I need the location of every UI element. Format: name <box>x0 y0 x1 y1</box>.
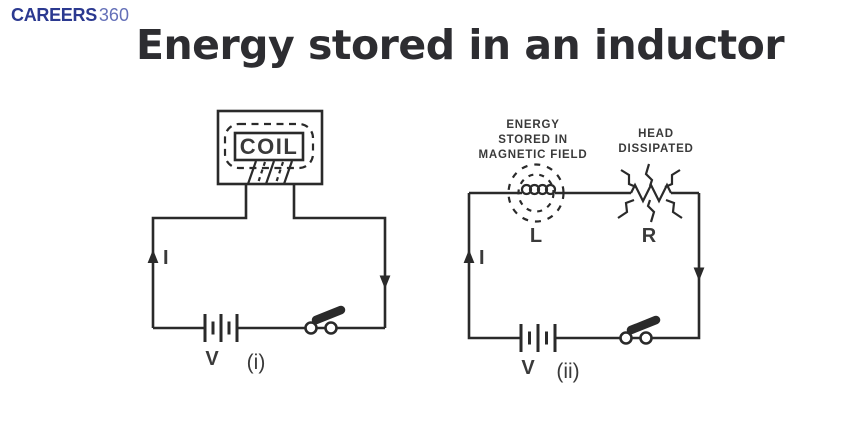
coil-loop <box>544 183 557 196</box>
winding-line <box>246 160 258 185</box>
wire-left <box>467 193 521 340</box>
current-arrow-down-icon <box>693 267 705 281</box>
battery-icon <box>203 314 239 342</box>
coil-label: COIL <box>240 134 299 159</box>
coil-outer-box <box>216 109 324 186</box>
battery-icon <box>519 324 557 352</box>
wire-right <box>555 193 701 340</box>
wire-left <box>151 184 248 328</box>
coil-inner-box <box>233 131 305 162</box>
switch-contact <box>324 321 338 335</box>
current-arrow-up-icon <box>463 249 475 263</box>
resistor-label: R <box>642 225 657 247</box>
logo-360-text: 360 <box>98 5 129 25</box>
resistor-icon <box>630 182 672 204</box>
figure-1-coil-circuit-diagram: COIL I V (i) <box>147 109 391 374</box>
switch-icon <box>304 305 346 335</box>
heat-caption: HEAD DISSIPATED <box>618 128 693 155</box>
figure-caption: (ii) <box>556 360 579 383</box>
switch-contact <box>304 321 318 335</box>
switch-lever <box>311 305 346 325</box>
field-caption-line: STORED IN <box>498 134 568 146</box>
current-arrow-up-icon <box>147 249 159 263</box>
switch-contact <box>639 331 653 345</box>
heat-squiggle <box>646 199 656 223</box>
inductor-coil-icon <box>520 183 557 196</box>
current-label: I <box>163 247 169 269</box>
winding-line <box>282 160 294 185</box>
heat-caption-line: HEAD <box>638 128 674 140</box>
battery-label: V <box>521 357 535 379</box>
figure-2-lr-circuit-diagram: ENERGY STORED IN MAGNETIC FIELD HEAD DIS… <box>463 119 705 383</box>
field-caption-line: MAGNETIC FIELD <box>479 149 588 161</box>
heat-squiggle <box>664 169 681 189</box>
current-arrow-down-icon <box>379 275 391 289</box>
page-title: Energy stored in an inductor <box>135 21 785 69</box>
switch-contact <box>619 331 633 345</box>
heat-squiggle-icons <box>617 163 683 223</box>
winding-line <box>264 160 276 185</box>
inductor-label: L <box>530 225 542 247</box>
heat-squiggle <box>620 169 637 189</box>
wire-right <box>292 184 387 328</box>
winding-line-dashed <box>274 161 285 184</box>
coil-winding-lines <box>246 160 294 185</box>
field-caption: ENERGY STORED IN MAGNETIC FIELD <box>479 119 588 161</box>
winding-line-dashed <box>256 161 267 184</box>
switch-icon <box>619 315 661 345</box>
heat-squiggle <box>617 198 635 219</box>
current-label: I <box>479 247 485 269</box>
logo-careers-text: CAREERS <box>11 5 97 25</box>
figure-caption: (i) <box>247 351 266 374</box>
switch-lever <box>626 315 661 335</box>
battery-label: V <box>205 348 219 370</box>
field-caption-line: ENERGY <box>506 119 559 131</box>
heat-squiggle <box>665 198 683 219</box>
coil-field-dashed-border <box>223 122 315 170</box>
heat-squiggle <box>644 163 654 187</box>
heat-caption-line: DISSIPATED <box>618 143 693 155</box>
